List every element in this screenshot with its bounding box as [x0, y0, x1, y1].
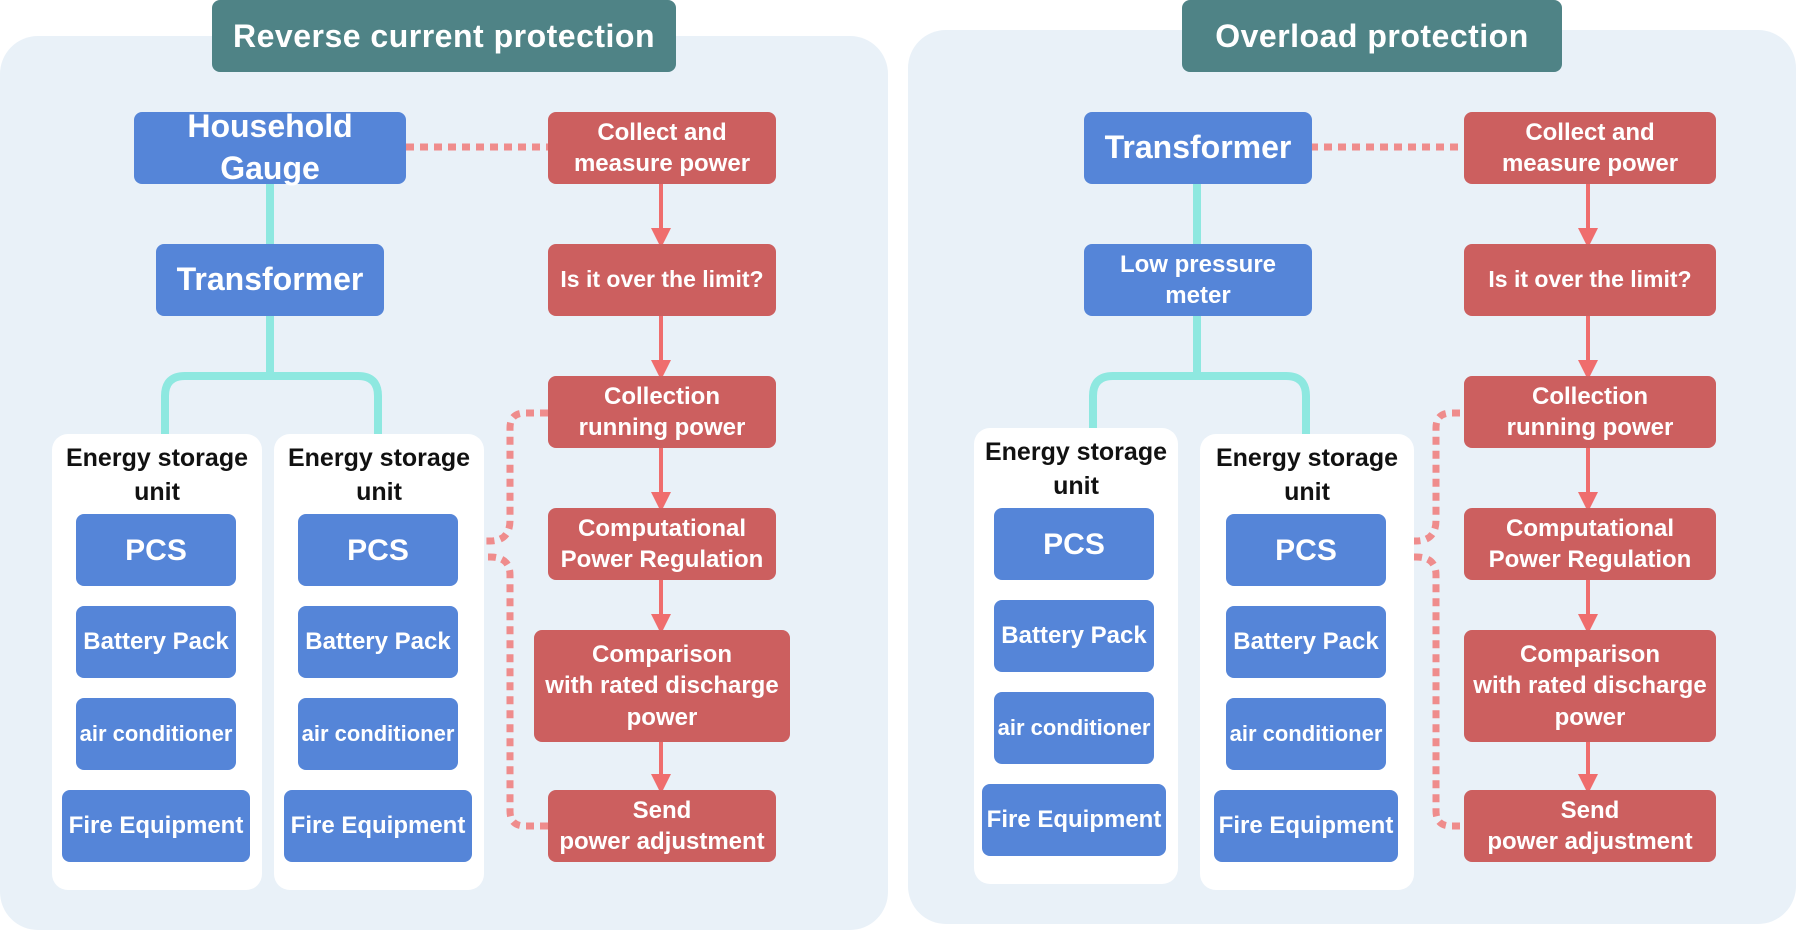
- right-teal-tree: [1089, 182, 1310, 434]
- fire-equipment-box: Fire Equipment: [982, 784, 1166, 856]
- air-conditioner-box: air conditioner: [298, 698, 458, 770]
- step-send-power-adjustment: Send power adjustment: [548, 790, 776, 862]
- step-collection-running-power: Collection running power: [548, 376, 776, 448]
- transformer-box: Transformer: [156, 244, 384, 316]
- air-conditioner-box: air conditioner: [1226, 698, 1386, 770]
- fire-equipment-box: Fire Equipment: [284, 790, 472, 862]
- pcs-box: PCS: [1226, 514, 1386, 586]
- step-comparison-rated-discharge: Comparison with rated discharge power: [534, 630, 790, 742]
- right-dotted-links: [1310, 143, 1474, 830]
- fire-equipment-box: Fire Equipment: [1214, 790, 1398, 862]
- battery-pack-box: Battery Pack: [298, 606, 458, 678]
- battery-pack-box: Battery Pack: [76, 606, 236, 678]
- step-over-limit-check: Is it over the limit?: [1464, 244, 1716, 316]
- energy-storage-unit-2-label: Energy storage unit: [287, 444, 470, 506]
- step-over-limit-check: Is it over the limit?: [548, 244, 776, 316]
- transformer-box: Transformer: [1084, 112, 1312, 184]
- energy-storage-unit-3-label: Energy storage unit: [984, 438, 1167, 500]
- energy-storage-unit-4-label: Energy storage unit: [1215, 444, 1398, 506]
- step-collection-running-power: Collection running power: [1464, 376, 1716, 448]
- pcs-box: PCS: [298, 514, 458, 586]
- step-collect-measure-power: Collect and measure power: [1464, 112, 1716, 184]
- step-computational-power-regulation: Computational Power Regulation: [1464, 508, 1716, 580]
- energy-storage-unit-1-label: Energy storage unit: [65, 444, 248, 506]
- left-dotted-links: [406, 143, 548, 830]
- low-pressure-meter-box: Low pressure meter: [1084, 244, 1312, 316]
- pcs-box: PCS: [994, 508, 1154, 580]
- battery-pack-box: Battery Pack: [994, 600, 1154, 672]
- step-send-power-adjustment: Send power adjustment: [1464, 790, 1716, 862]
- left-panel-title: Reverse current protection: [212, 0, 676, 72]
- air-conditioner-box: air conditioner: [76, 698, 236, 770]
- air-conditioner-box: air conditioner: [994, 692, 1154, 764]
- household-gauge-box: Household Gauge: [134, 108, 406, 186]
- right-panel-title: Overload protection: [1182, 0, 1562, 72]
- battery-pack-box: Battery Pack: [1226, 606, 1386, 678]
- fire-equipment-box: Fire Equipment: [62, 790, 250, 862]
- step-computational-power-regulation: Computational Power Regulation: [548, 508, 776, 580]
- pcs-box: PCS: [76, 514, 236, 586]
- step-comparison-rated-discharge: Comparison with rated discharge power: [1464, 630, 1716, 742]
- step-collect-measure-power: Collect and measure power: [548, 112, 776, 184]
- left-teal-tree: [161, 182, 382, 434]
